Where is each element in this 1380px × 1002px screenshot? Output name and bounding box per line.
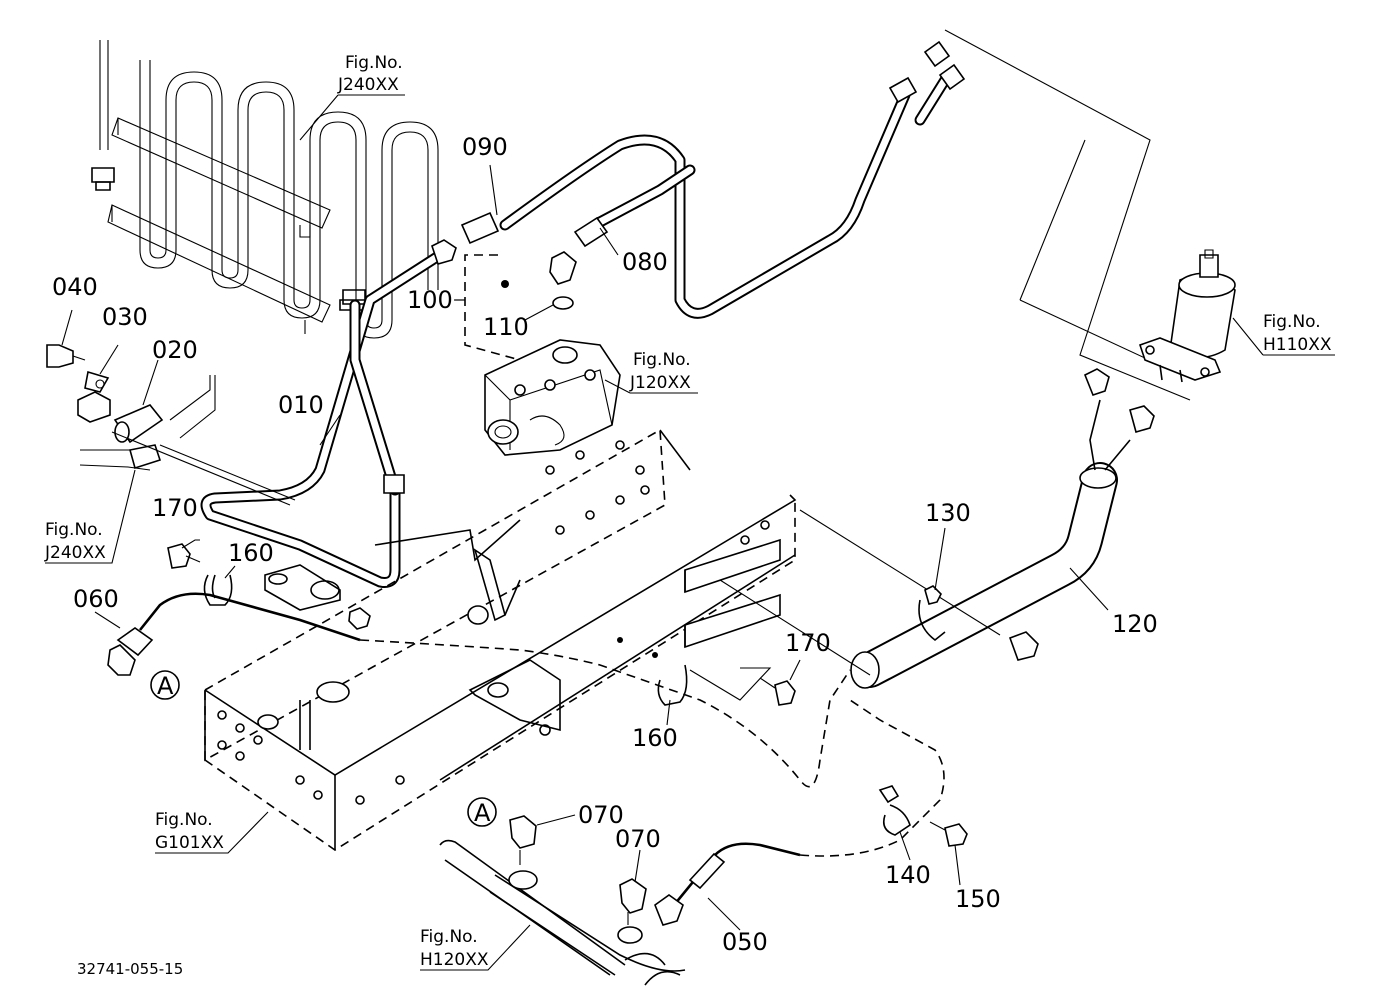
part-number-labels: 090 080 100 110 010 020 030 040 170 160 … xyxy=(52,133,1158,956)
elbow-070-a: A xyxy=(467,797,537,865)
elbow-070-b xyxy=(619,878,647,925)
part-label-080: 080 xyxy=(622,248,668,276)
bolt-170-left xyxy=(167,543,201,569)
svg-text:Fig.No.: Fig.No. xyxy=(420,927,478,947)
diagram-id: 32741-055-15 xyxy=(77,960,183,978)
part-label-010: 010 xyxy=(278,391,324,419)
fig-ref-j240-left: Fig.No. J240XX xyxy=(44,469,136,564)
fig-number-j240-top: J240XX xyxy=(337,75,399,95)
clamp-130 xyxy=(918,585,1039,661)
hose-060: A xyxy=(107,592,851,788)
fig-number-h110: H110XX xyxy=(1263,335,1332,355)
bolt-170-right xyxy=(759,677,796,706)
chassis-frame xyxy=(204,428,797,851)
fig-ref-j240-top: Fig.No. J240XX xyxy=(299,53,405,141)
part-label-110: 110 xyxy=(483,313,529,341)
part-label-100: 100 xyxy=(407,286,453,314)
clip-160-left xyxy=(203,574,233,606)
hose-050 xyxy=(654,699,945,926)
part-label-160-right: 160 xyxy=(632,724,678,752)
fig-number-g101: G101XX xyxy=(155,833,224,853)
clip-160-right xyxy=(657,664,688,706)
lower-cooler-hose xyxy=(46,344,296,506)
marker-a-top-label: A xyxy=(157,672,174,700)
leader-lines xyxy=(61,164,1109,931)
part-label-170-left: 170 xyxy=(152,494,198,522)
part-label-020: 020 xyxy=(152,336,198,364)
marker-a-bottom xyxy=(467,797,497,827)
fig-number-h120: H120XX xyxy=(420,950,489,970)
part-label-030: 030 xyxy=(102,303,148,331)
svg-text:Fig.No.: Fig.No. xyxy=(155,810,213,830)
clamp-140 xyxy=(878,785,911,836)
steering-cylinder xyxy=(439,839,686,986)
fig-ref-g101: Fig.No. G101XX xyxy=(155,810,269,854)
part-label-090: 090 xyxy=(462,133,508,161)
part-label-070-a: 070 xyxy=(578,801,624,829)
svg-text:Fig.No.: Fig.No. xyxy=(45,520,103,540)
fig-ref-h110: Fig.No. H110XX xyxy=(1232,312,1335,356)
fig-number-j240-left: J240XX xyxy=(44,543,106,563)
part-label-040: 040 xyxy=(52,273,98,301)
part-label-170-right: 170 xyxy=(785,629,831,657)
svg-text:Fig.No.: Fig.No. xyxy=(1263,312,1321,332)
part-label-150: 150 xyxy=(955,885,1001,913)
reference-box-lines xyxy=(944,29,1191,401)
hose-upper xyxy=(460,40,966,319)
part-label-160-left: 160 xyxy=(228,539,274,567)
part-label-120: 120 xyxy=(1112,610,1158,638)
fig-label: Fig.No. xyxy=(345,53,403,73)
marker-a-bottom-label: A xyxy=(474,799,491,827)
part-label-060: 060 xyxy=(73,585,119,613)
fig-ref-h120: Fig.No. H120XX xyxy=(420,924,531,971)
fig-number-j120: J120XX xyxy=(629,373,691,393)
steering-motor xyxy=(1138,249,1236,383)
hydraulic-pump xyxy=(484,339,621,456)
part-label-140: 140 xyxy=(885,861,931,889)
svg-text:Fig.No.: Fig.No. xyxy=(633,350,691,370)
marker-a-top xyxy=(150,670,180,700)
fig-ref-j120: Fig.No. J120XX xyxy=(604,350,698,394)
part-label-070-b: 070 xyxy=(615,825,661,853)
pipe-010 xyxy=(200,239,457,588)
hose-120 xyxy=(689,368,1155,701)
part-label-050: 050 xyxy=(722,928,768,956)
bolt-150 xyxy=(929,821,968,847)
part-label-130: 130 xyxy=(925,499,971,527)
